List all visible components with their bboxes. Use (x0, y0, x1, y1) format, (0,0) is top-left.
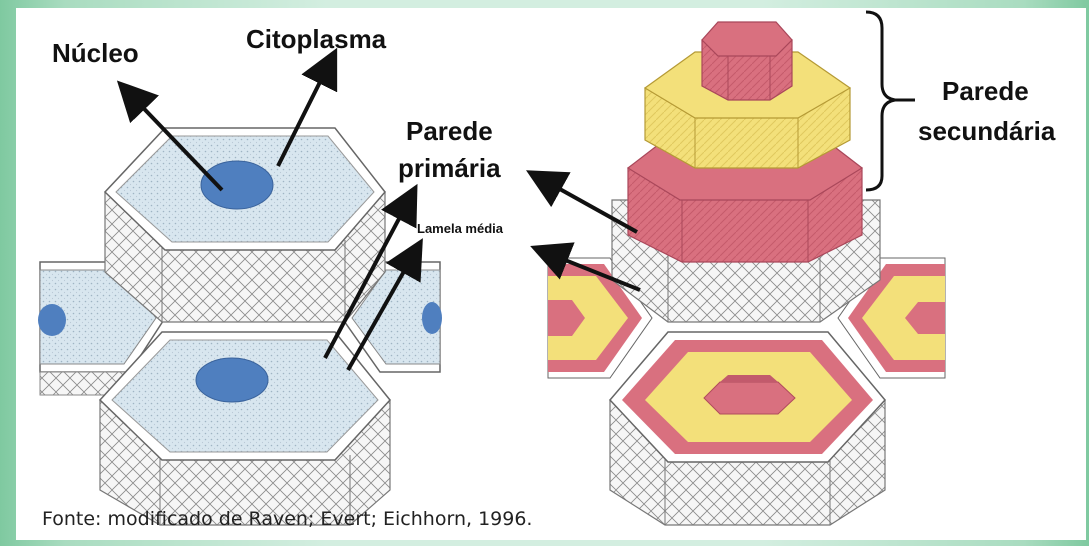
top-cell-nucleus (201, 161, 273, 209)
top-cell (105, 128, 385, 322)
citoplasma-label: Citoplasma (246, 24, 386, 55)
left-cell-group (38, 128, 442, 525)
source-caption: Fonte: modificado de Raven; Evert; Eichh… (42, 508, 532, 530)
secondary-wall-bracket (866, 12, 895, 190)
parede-primaria-label-line2: primária (398, 153, 501, 184)
bottom-cell-nucleus (196, 358, 268, 402)
secondary-wall-tower (628, 22, 862, 262)
parede-secundaria-label-line2: secundária (918, 116, 1055, 147)
nucleo-label: Núcleo (52, 38, 139, 69)
bottom-secondary-cell (610, 332, 885, 525)
left-partial-nucleus (38, 304, 66, 336)
lamela-media-label: Lamela média (417, 221, 503, 237)
parede-secundaria-label-line1: Parede (942, 76, 1029, 107)
bottom-cell (100, 332, 390, 525)
right-cell-group (548, 12, 945, 525)
right-partial-nucleus (422, 302, 442, 334)
parede-primaria-label-line1: Parede (406, 116, 493, 147)
